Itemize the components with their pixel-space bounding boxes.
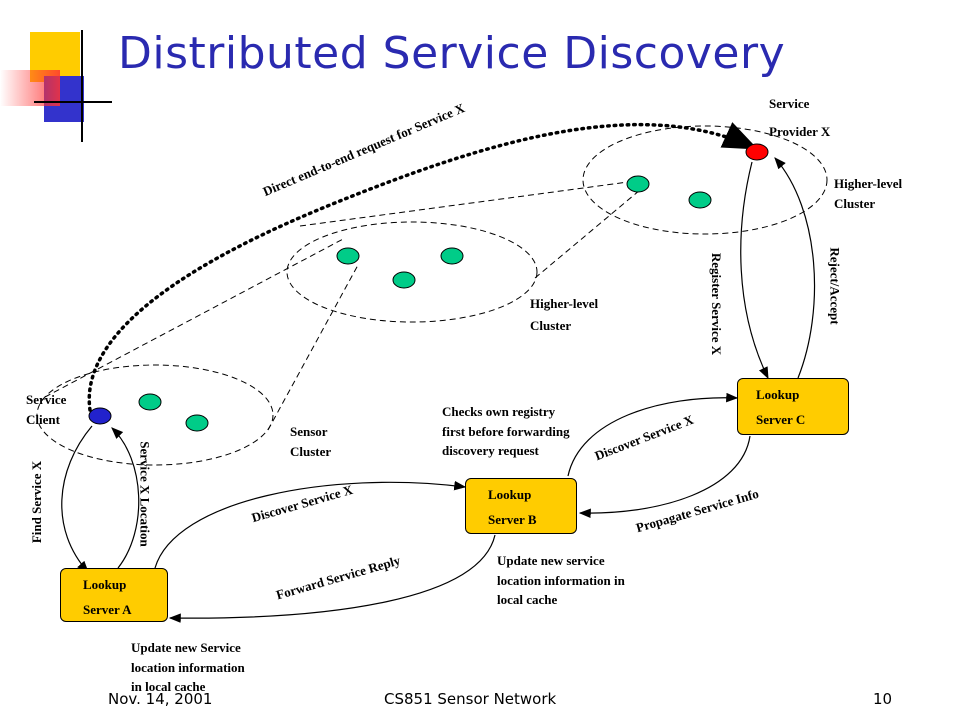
- server-b-line2: Server B: [488, 512, 537, 527]
- logo-red-square: [0, 70, 60, 106]
- server-a-line1: Lookup: [83, 577, 127, 592]
- service-provider-label-1: Service: [769, 96, 810, 111]
- service-client-label-1: Service: [26, 392, 67, 407]
- sensor-cluster-ellipse: [36, 364, 274, 466]
- update-a-label-2: location information: [131, 660, 245, 675]
- cluster-link-1: [44, 237, 346, 398]
- cluster-link-3: [299, 181, 629, 227]
- update-b-label-2: location information in: [497, 573, 625, 588]
- higher-cluster-right-label-2: Cluster: [834, 196, 876, 211]
- footer-page-number: 10: [873, 690, 893, 708]
- service-location-arrow: [111, 427, 140, 569]
- footer-course: CS851 Sensor Network: [384, 690, 557, 708]
- server-a-line2: Server A: [83, 602, 132, 617]
- update-b-label-1: Update new service: [497, 553, 605, 568]
- discover-bc-arrow: [567, 392, 739, 477]
- update-a-label-3: in local cache: [131, 679, 206, 694]
- higher-cluster-mid-ellipse: [286, 221, 538, 323]
- service-client-label-2: Client: [26, 412, 60, 427]
- page-title: Distributed Service Discovery: [118, 28, 786, 79]
- find-service-arrow: [61, 425, 93, 573]
- logo-decoration: [0, 30, 112, 142]
- cluster-link-4: [534, 189, 641, 279]
- cluster-node: [626, 175, 650, 193]
- service-provider-label-2: Provider X: [769, 124, 831, 139]
- server-b-line1: Lookup: [488, 487, 532, 502]
- discover-ab-arrow: [154, 480, 467, 569]
- forward-reply-arrow: [168, 534, 496, 623]
- higher-cluster-mid-label-1: Higher-level: [530, 296, 599, 311]
- service-location-label: Service X Location: [137, 441, 153, 547]
- footer-date: Nov. 14, 2001: [108, 690, 213, 708]
- update-a-label-1: Update new Service: [131, 640, 241, 655]
- sensor-node: [185, 414, 209, 432]
- reject-accept-arrow: [774, 157, 816, 379]
- cluster-node: [688, 191, 712, 209]
- lookup-server-c: Lookup Server C: [737, 378, 849, 435]
- checks-registry-label-3: discovery request: [442, 443, 539, 458]
- cluster-node: [392, 271, 416, 289]
- find-service-label: Find Service X: [29, 460, 45, 544]
- server-c-line1: Lookup: [756, 387, 800, 402]
- propagate-arrow: [578, 435, 751, 519]
- checks-registry-label-1: Checks own registry: [442, 404, 556, 419]
- sensor-node: [138, 393, 162, 411]
- sensor-cluster-label-2: Cluster: [290, 444, 332, 459]
- higher-cluster-mid-label-2: Cluster: [530, 318, 572, 333]
- register-arrow: [740, 161, 769, 380]
- server-c-line2: Server C: [756, 412, 806, 427]
- higher-cluster-right-ellipse: [582, 125, 828, 235]
- service-client-node: [88, 407, 112, 425]
- register-label: Register Service X: [709, 252, 725, 356]
- checks-registry-label-2: first before forwarding: [442, 424, 570, 439]
- sensor-cluster-label-1: Sensor: [290, 424, 328, 439]
- cluster-link-2: [267, 264, 359, 431]
- lookup-server-a: Lookup Server A: [60, 568, 168, 622]
- direct-request-arrow: [87, 122, 759, 412]
- update-b-label-3: local cache: [497, 592, 558, 607]
- service-provider-node: [745, 143, 769, 161]
- higher-cluster-right-label-1: Higher-level: [834, 176, 903, 191]
- cluster-node: [440, 247, 464, 265]
- lookup-server-b: Lookup Server B: [465, 478, 577, 534]
- reject-accept-label: Reject/Accept: [827, 247, 843, 325]
- cluster-node: [336, 247, 360, 265]
